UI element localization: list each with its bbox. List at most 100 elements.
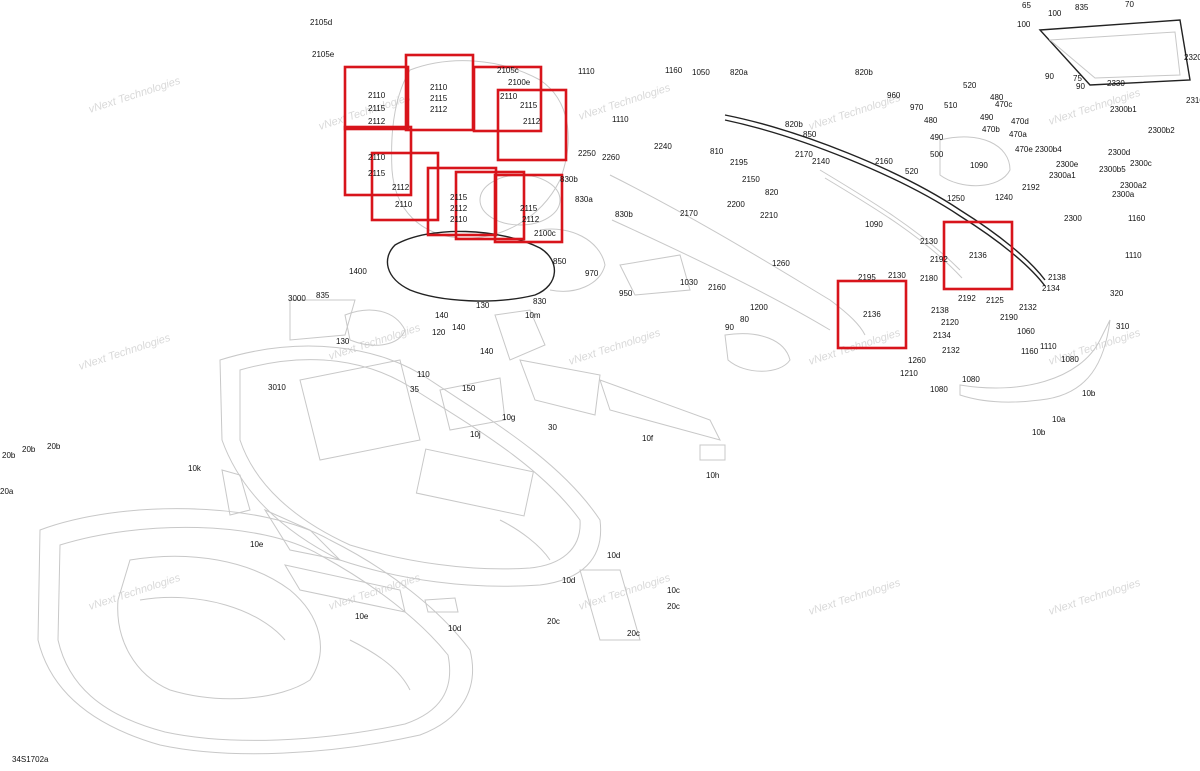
part-callout: 100 xyxy=(1048,9,1062,18)
part-callout: 140 xyxy=(452,323,466,332)
watermark: vNext Technologies xyxy=(1047,577,1142,618)
part-callout: 2300a xyxy=(1112,190,1135,199)
part-callout: 820b xyxy=(785,120,803,129)
part-callout: 140 xyxy=(435,311,449,320)
part-callout: 1110 xyxy=(578,67,595,76)
part-callout: 65 xyxy=(1022,1,1031,10)
part-callout: 2136 xyxy=(863,310,881,319)
part-callout: 30 xyxy=(548,423,557,432)
highlight-box xyxy=(472,65,543,133)
part-callout: 950 xyxy=(619,289,633,298)
watermark: vNext Technologies xyxy=(807,577,902,618)
part-callout: 3010 xyxy=(268,383,286,392)
part-callout: 1240 xyxy=(995,193,1013,202)
part-callout: 2300a2 xyxy=(1120,181,1147,190)
part-callout: 10h xyxy=(706,471,719,480)
part-callout: 10g xyxy=(502,413,515,422)
part-callout: 2195 xyxy=(730,158,748,167)
part-callout: 2260 xyxy=(602,153,620,162)
watermark: vNext Technologies xyxy=(87,572,182,613)
part-callout: 2110 xyxy=(450,215,468,224)
part-callout: 2110 xyxy=(395,200,413,209)
part-callout: 500 xyxy=(930,150,944,159)
mat-parts-drawing xyxy=(221,254,791,641)
part-callout: 2300e xyxy=(1056,160,1079,169)
part-callout: 2195 xyxy=(858,273,876,282)
part-callout: 2250 xyxy=(578,149,596,158)
part-callout: 2125 xyxy=(986,296,1004,305)
part-callout: 20b xyxy=(22,445,36,454)
part-callout: 2130 xyxy=(920,237,938,246)
part-callout: 70 xyxy=(1125,0,1134,9)
part-callout: 110 xyxy=(417,370,430,379)
part-callout: 2170 xyxy=(680,209,698,218)
part-callout: 520 xyxy=(963,81,977,90)
part-callout: 10b xyxy=(1082,389,1096,398)
highlight-box xyxy=(404,53,475,132)
part-callout: 2300b5 xyxy=(1099,165,1126,174)
part-callout: 10m xyxy=(525,311,541,320)
hull-drawing xyxy=(37,508,474,755)
part-callout: 820b xyxy=(855,68,873,77)
part-callout: 2140 xyxy=(812,157,830,166)
part-callout: 2115 xyxy=(368,104,386,113)
part-callout: 140 xyxy=(480,347,494,356)
part-callout: 1210 xyxy=(900,369,918,378)
part-callout: 1110 xyxy=(612,115,629,124)
part-callout: 75 xyxy=(1073,74,1082,83)
part-callout: 1160 xyxy=(665,66,683,75)
part-callout: 20a xyxy=(0,487,14,496)
part-callout: 2105d xyxy=(310,18,332,27)
part-callout: 2240 xyxy=(654,142,672,151)
part-callout: 20b xyxy=(2,451,16,460)
part-callout: 1110 xyxy=(1040,342,1057,351)
part-callout: 2300a1 xyxy=(1049,171,1076,180)
part-callout: 1110 xyxy=(1125,251,1142,260)
part-callout: 1260 xyxy=(772,259,790,268)
part-callout: 830 xyxy=(533,297,547,306)
part-callout: 90 xyxy=(1076,82,1085,91)
part-callout: 820a xyxy=(730,68,748,77)
highlight-boxes xyxy=(343,53,1014,350)
part-callout: 90 xyxy=(1045,72,1054,81)
watermark: vNext Technologies xyxy=(577,572,672,613)
part-callout: 2300b4 xyxy=(1035,145,1062,154)
part-callout: 35 xyxy=(410,385,419,394)
part-callout: 2112 xyxy=(430,105,448,114)
part-callout: 850 xyxy=(803,130,817,139)
part-callout: 2160 xyxy=(708,283,726,292)
part-callout: 2192 xyxy=(958,294,976,303)
part-callout: 10c xyxy=(667,586,680,595)
part-callout: 2110 xyxy=(500,92,518,101)
part-callout: 2120 xyxy=(941,318,959,327)
part-callout: 2132 xyxy=(942,346,960,355)
highlight-box xyxy=(836,279,908,350)
part-callout: 10d xyxy=(448,624,461,633)
part-callout: 2150 xyxy=(742,175,760,184)
part-callout: 470d xyxy=(1011,117,1029,126)
part-callout: 820 xyxy=(765,188,779,197)
part-callout: 510 xyxy=(944,101,958,110)
part-callout: 2112 xyxy=(523,117,541,126)
part-callout: 470a xyxy=(1009,130,1027,139)
part-callout: 2320 xyxy=(1184,53,1200,62)
part-callout: 2112 xyxy=(368,117,386,126)
part-callout: 1400 xyxy=(349,267,367,276)
part-callout: 1090 xyxy=(865,220,883,229)
part-callout: 1200 xyxy=(750,303,768,312)
part-callout: 2190 xyxy=(1000,313,1018,322)
part-callout: 2192 xyxy=(930,255,948,264)
part-callout: 2110 xyxy=(430,83,448,92)
part-callout: 2160 xyxy=(875,157,893,166)
part-callout: 150 xyxy=(462,384,476,393)
part-callout: 1250 xyxy=(947,194,965,203)
deck-drawing xyxy=(219,345,602,587)
highlight-box xyxy=(942,220,1014,291)
part-callout: 2138 xyxy=(931,306,949,315)
part-callout: 2115 xyxy=(430,94,448,103)
part-callout: 2134 xyxy=(933,331,951,340)
part-callout: 970 xyxy=(585,269,599,278)
part-callout: 2115 xyxy=(520,204,538,213)
highlight-box xyxy=(454,170,526,241)
part-callout: 320 xyxy=(1110,289,1124,298)
